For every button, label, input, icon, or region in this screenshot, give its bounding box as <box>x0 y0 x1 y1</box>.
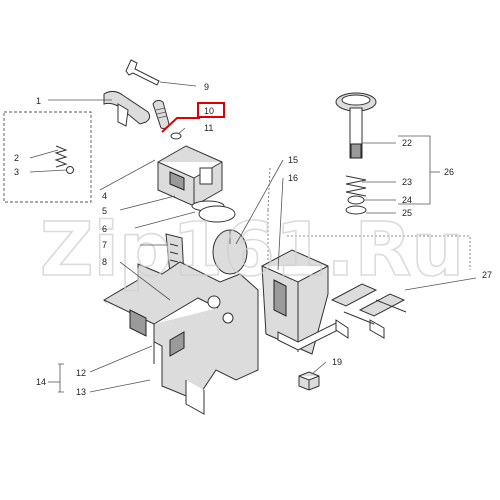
label-11: 11 <box>204 123 213 133</box>
bracket-part-27 <box>330 283 407 339</box>
label-5: 5 <box>102 206 107 216</box>
plunger-part-22 <box>335 92 377 159</box>
label-9: 9 <box>204 82 209 92</box>
assembly-dashed-path <box>267 167 471 270</box>
label-13: 13 <box>76 387 86 397</box>
label-16: 16 <box>288 173 298 183</box>
main-frame-part-8 <box>103 261 259 415</box>
label-14: 14 <box>36 377 46 387</box>
label-10: 10 <box>204 106 214 116</box>
lever-part-1 <box>103 90 151 127</box>
highlight-box-10 <box>197 102 225 118</box>
o-ring-part-11 <box>170 132 182 140</box>
label-8: 8 <box>102 257 107 267</box>
part-labels: 1 2 3 4 5 6 7 8 9 10 11 12 13 14 15 16 1… <box>14 82 492 397</box>
label-4: 4 <box>102 191 107 201</box>
spring-part-23 <box>345 175 367 197</box>
washer-part-24 <box>347 195 365 205</box>
knob-part-10 <box>152 99 170 129</box>
leader-lines <box>29 81 477 393</box>
gasket-part-6 <box>198 205 236 223</box>
label-12: 12 <box>76 368 86 378</box>
watermark: Zip161.Ru <box>40 207 464 293</box>
block-part-19 <box>298 371 320 391</box>
label-2: 2 <box>14 153 19 163</box>
label-25: 25 <box>402 208 412 218</box>
valve-body-part-4 <box>157 145 225 212</box>
diaphragm-part-15 <box>212 229 248 275</box>
label-22: 22 <box>402 138 412 148</box>
label-6: 6 <box>102 224 107 234</box>
label-27: 27 <box>482 270 492 280</box>
chute-part-16 <box>261 249 339 355</box>
label-1: 1 <box>36 96 41 106</box>
subassembly-dashed-box <box>3 111 92 203</box>
highlight-leader-10 <box>161 117 200 133</box>
pin-part-9 <box>125 59 160 86</box>
label-19: 19 <box>332 357 342 367</box>
label-15: 15 <box>288 155 298 165</box>
label-26: 26 <box>444 167 454 177</box>
label-3: 3 <box>14 167 19 177</box>
label-7: 7 <box>102 240 107 250</box>
label-23: 23 <box>402 177 412 187</box>
label-24: 24 <box>402 195 412 205</box>
ball-part-3 <box>66 166 74 174</box>
seal-part-25 <box>345 205 367 215</box>
spring-part-2 <box>54 145 68 168</box>
